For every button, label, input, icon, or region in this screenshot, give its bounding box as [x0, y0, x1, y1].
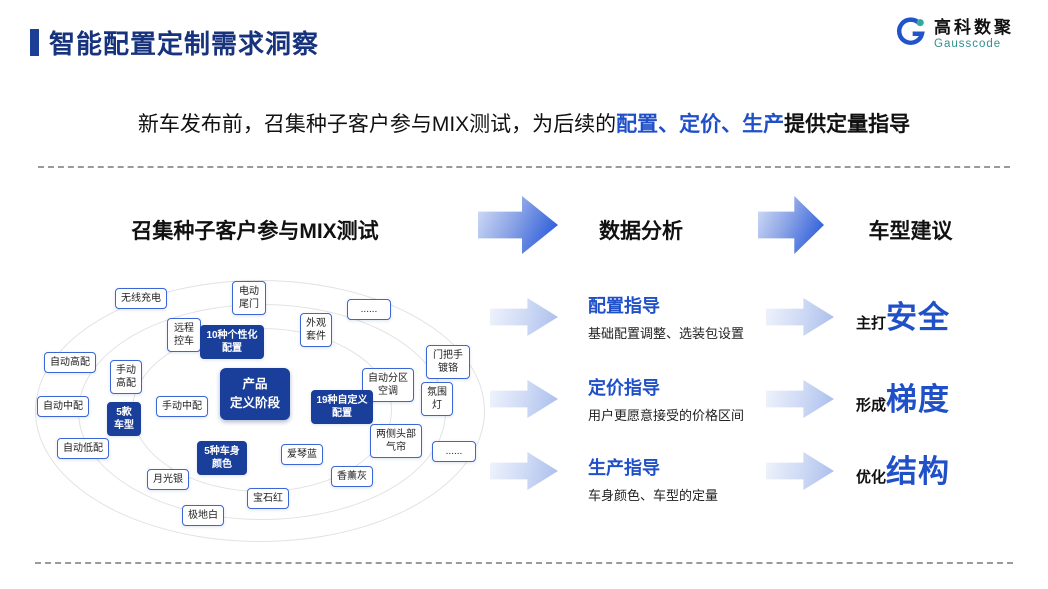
diagram-node: 19种自定义配置 — [311, 390, 373, 424]
analysis-desc: 基础配置调整、选装包设置 — [588, 326, 745, 341]
diagram-center-node: 产品 定义阶段 — [220, 368, 290, 420]
analysis-title: 定价指导 — [588, 378, 660, 398]
subtitle-post: 提供定量指导 — [784, 113, 911, 136]
suggestion-prefix: 主打 — [856, 315, 887, 332]
diagram-node: 手动高配 — [110, 360, 142, 394]
diagram-ellipse-outer — [35, 280, 485, 542]
flow-arrow-1-icon — [478, 196, 558, 254]
row-arrow-left-3-icon — [490, 452, 558, 490]
suggestion-row-structure: 优化 结构 — [856, 446, 1026, 491]
suggestion-keyword: 结构 — [886, 454, 951, 489]
brand-name: 高科数聚 — [934, 18, 1014, 38]
row-arrow-left-1-icon — [490, 298, 558, 336]
diagram-node: 无线充电 — [115, 288, 167, 309]
diagram-node: 远程控车 — [167, 318, 201, 352]
diagram-node: 自动高配 — [44, 352, 96, 373]
flow-step-2-title: 数据分析 — [599, 220, 683, 243]
diagram-node: 电动尾门 — [232, 281, 266, 315]
diagram-node: 两侧头部气帘 — [370, 424, 422, 458]
diagram-node: 自动中配 — [37, 396, 89, 417]
diagram-node: 自动低配 — [57, 438, 109, 459]
analysis-title: 配置指导 — [588, 296, 660, 316]
diagram-node: 5种车身颜色 — [197, 441, 247, 475]
flow-step-3-title: 车型建议 — [868, 220, 953, 243]
suggestion-keyword: 安全 — [886, 300, 951, 335]
diagram-node: 外观套件 — [300, 313, 332, 347]
analysis-desc: 用户更愿意接受的价格区间 — [588, 408, 745, 423]
diagram-node: 门把手镀铬 — [426, 345, 470, 379]
gausscode-logo-icon — [894, 16, 926, 53]
suggestion-keyword: 梯度 — [886, 382, 951, 417]
analysis-row-config: 配置指导 基础配置调整、选装包设置 — [588, 292, 798, 342]
bottom-divider — [35, 562, 1013, 564]
mix-test-diagram: 产品 定义阶段 无线充电 电动尾门 远程控车 10种个性化配置 外观套件 ...… — [30, 268, 495, 553]
analysis-desc: 车身颜色、车型的定量 — [588, 488, 719, 503]
suggestion-row-safety: 主打 安全 — [856, 292, 1026, 337]
diagram-node: 10种个性化配置 — [200, 325, 264, 359]
header: 智能配置定制需求洞察 — [30, 24, 319, 61]
suggestion-row-gradient: 形成 梯度 — [856, 374, 1026, 419]
title-accent-bar — [30, 29, 39, 56]
brand-logo: 高科数聚 Gausscode — [894, 16, 1014, 53]
diagram-node: 月光银 — [147, 469, 189, 490]
brand-subname: Gausscode — [934, 37, 1002, 50]
diagram-node: 5款车型 — [107, 402, 141, 436]
diagram-node: 手动中配 — [156, 396, 208, 417]
diagram-node: 宝石红 — [247, 488, 289, 509]
analysis-row-production: 生产指导 车身颜色、车型的定量 — [588, 454, 798, 504]
brand-text: 高科数聚 Gausscode — [934, 18, 1014, 51]
flow-arrow-2-icon — [758, 196, 824, 254]
subtitle-pre: 新车发布前，召集种子客户参与MIX测试，为后续的 — [137, 113, 617, 136]
page-title: 智能配置定制需求洞察 — [49, 29, 320, 59]
analysis-row-pricing: 定价指导 用户更愿意接受的价格区间 — [588, 374, 798, 424]
subtitle-highlight: 配置、定价、生产 — [616, 113, 785, 136]
center-node-line2: 定义阶段 — [229, 395, 280, 410]
center-node-line1: 产品 — [242, 377, 268, 391]
suggestion-prefix: 形成 — [856, 397, 887, 414]
slide-subtitle: 新车发布前，召集种子客户参与MIX测试，为后续的配置、定价、生产提供定量指导 — [0, 108, 1048, 138]
flow-step-1-title: 召集种子客户参与MIX测试 — [131, 220, 379, 243]
diagram-node: 自动分区空调 — [362, 368, 414, 402]
analysis-title: 生产指导 — [588, 458, 660, 478]
diagram-node: 极地白 — [182, 505, 224, 526]
diagram-node: 爱琴蓝 — [281, 444, 323, 465]
top-divider — [38, 166, 1010, 168]
suggestion-prefix: 优化 — [856, 469, 887, 486]
diagram-node: 香薰灰 — [331, 466, 373, 487]
diagram-node: ...... — [432, 441, 476, 462]
diagram-node: ...... — [347, 299, 391, 320]
diagram-node: 氛围灯 — [421, 382, 453, 416]
row-arrow-left-2-icon — [490, 380, 558, 418]
